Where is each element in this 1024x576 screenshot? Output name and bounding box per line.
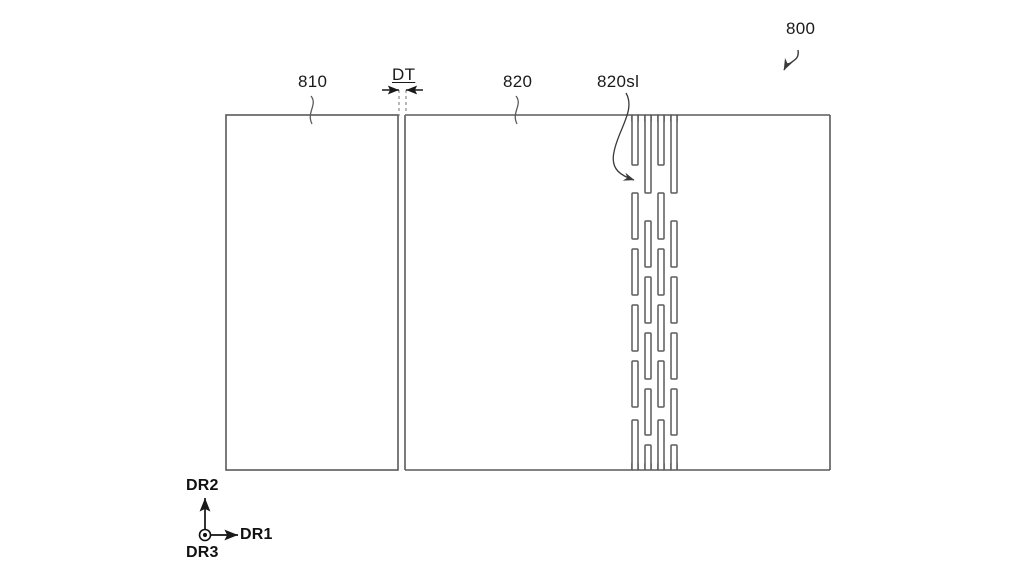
axis-label-dr1: DR1	[240, 526, 273, 543]
label-panel-left-810: 810	[298, 72, 328, 91]
panel-left-810	[225, 114, 399, 471]
panel-right-bottom-edge	[405, 463, 830, 471]
slit-column-2	[644, 114, 652, 471]
leader-line-800	[783, 49, 799, 71]
slit-column-1	[631, 114, 639, 471]
label-figure-ref-800: 800	[786, 19, 816, 38]
axis-label-dr3: DR3	[186, 544, 219, 561]
leader-line-820	[514, 95, 519, 125]
axis-indicator	[198, 498, 238, 542]
slit-column-3	[657, 114, 665, 471]
axis-symbol-dr3-dot	[202, 532, 208, 538]
dimension-marker-dt	[382, 85, 423, 116]
label-panel-right-820: 820	[503, 72, 533, 91]
leader-line-820sl	[612, 92, 635, 181]
axis-label-dr2: DR2	[186, 477, 219, 494]
slit-pattern-820sl	[631, 114, 678, 471]
panel-left-outline	[225, 114, 399, 471]
leader-line-810	[309, 95, 314, 125]
panel-right-top-edge	[405, 114, 830, 122]
panel-right-820	[404, 114, 831, 471]
label-slit-pattern-820sl: 820sl	[597, 72, 640, 91]
label-gap-dimension-dt: DT	[392, 65, 416, 84]
slit-column-4	[670, 114, 678, 471]
